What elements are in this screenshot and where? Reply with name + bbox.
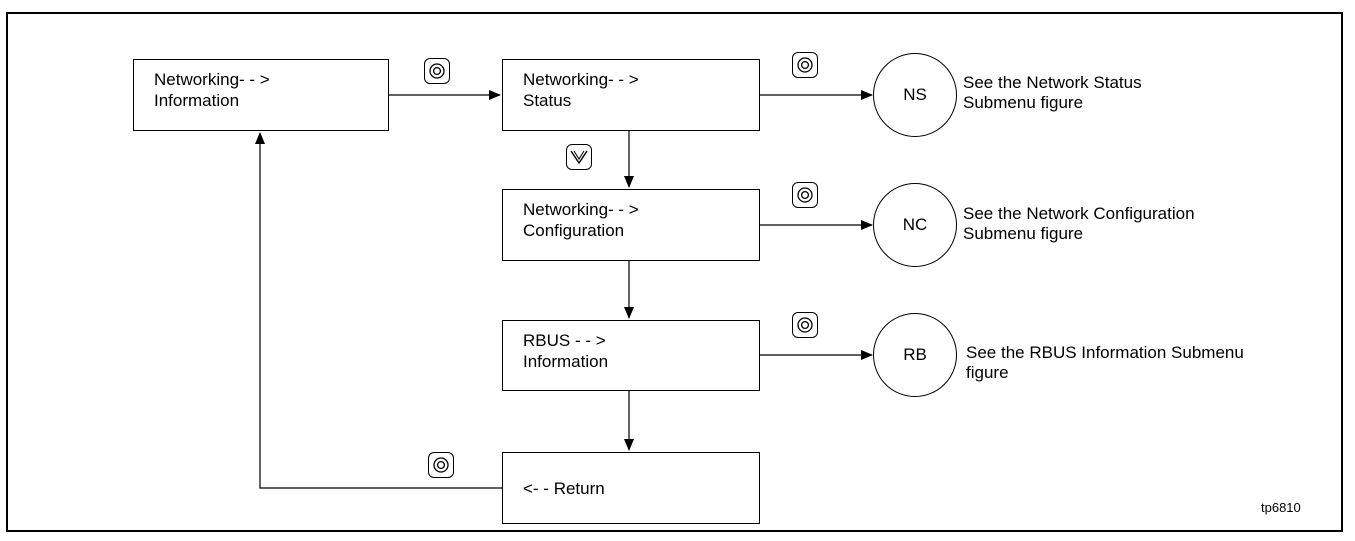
box-rbus-information: RBUS - - > Information [502,320,760,391]
circle-label: RB [903,345,927,364]
circle-label: NS [903,85,927,104]
note-line2: Submenu figure [963,224,1084,243]
note-network-status: See the Network Status Submenu figure [963,73,1142,113]
note-line1: See the RBUS Information Submenu [966,343,1244,362]
box-networking-information: Networking- - > Information [133,59,389,131]
note-line1: See the Network Configuration [963,204,1195,223]
select-button-icon [792,182,818,208]
box-label-line2: Status [523,91,572,110]
down-arrow-button-icon [566,144,592,170]
figure-reference-code: tp6810 [1261,500,1301,515]
circle-label: NC [902,215,928,234]
box-return: <- - Return [502,452,760,524]
select-button-icon [792,52,818,78]
box-label-line2: Configuration [523,221,625,240]
box-label-line1: <- - Return [523,479,605,498]
arrow-return-to-info [255,132,502,489]
note-line2: Submenu figure [963,93,1084,112]
note-rbus-information: See the RBUS Information Submenu figure [966,343,1244,383]
box-label-line1: Networking- - > [154,70,270,89]
box-label-line1: Networking- - > [523,70,639,89]
note-line1: See the Network Status [963,73,1142,92]
box-networking-status: Networking- - > Status [502,59,760,131]
note-network-configuration: See the Network Configuration Submenu fi… [963,204,1195,244]
note-line2: figure [966,363,1009,382]
box-label-line2: Information [523,352,609,371]
circle-ns: NS [873,53,957,137]
box-networking-configuration: Networking- - > Configuration [502,189,760,261]
box-label-line2: Information [154,91,240,110]
circle-rb: RB [873,313,957,397]
select-button-icon [428,452,454,478]
diagram-frame [6,12,1343,532]
circle-nc: NC [873,183,957,267]
select-button-icon [424,58,450,84]
box-label-line1: Networking- - > [523,200,639,219]
select-button-icon [792,312,818,338]
box-label-line1: RBUS - - > [523,331,606,350]
